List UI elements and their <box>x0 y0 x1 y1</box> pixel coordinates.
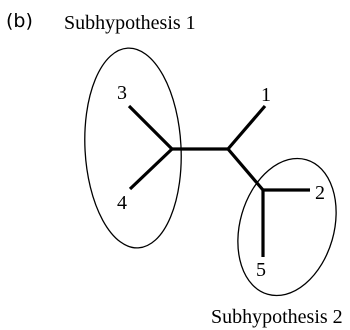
leaf-label-5: 5 <box>256 259 266 281</box>
branch-leaf-3 <box>127 104 174 151</box>
leaf-label-1: 1 <box>261 84 271 106</box>
subhypothesis-1-ellipse <box>84 47 182 249</box>
subhypothesis-1-caption: Subhypothesis 1 <box>64 12 196 34</box>
subhypothesis-2-caption: Subhypothesis 2 <box>211 306 343 328</box>
tree-branches <box>127 104 310 257</box>
branch-leaf-1 <box>226 104 267 151</box>
internal-branch-lower <box>226 147 265 192</box>
leaf-label-3: 3 <box>117 82 127 104</box>
branch-leaf-4 <box>128 147 174 191</box>
panel-label: (b) <box>6 10 33 32</box>
leaf-label-4: 4 <box>117 192 127 214</box>
subhypothesis-2-ellipse <box>237 157 337 297</box>
leaf-label-2: 2 <box>315 182 325 204</box>
